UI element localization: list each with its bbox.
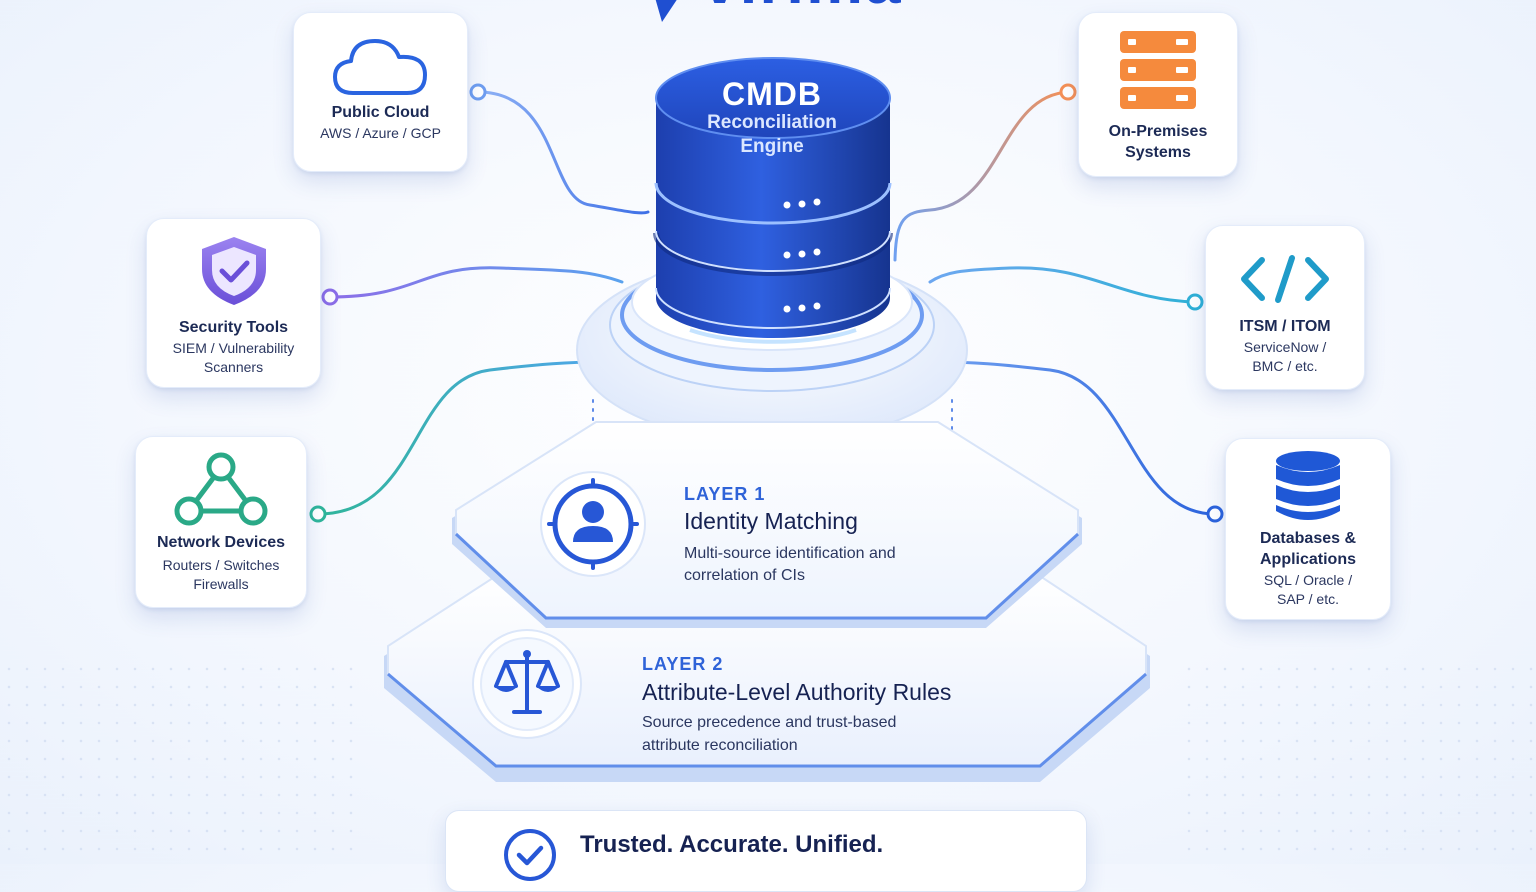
port-network xyxy=(309,505,327,523)
cloud-icon xyxy=(332,39,427,95)
code-brackets-icon xyxy=(1241,255,1329,303)
source-card-databases[interactable]: Databases & Applications SQL / Oracle / … xyxy=(1225,438,1391,620)
card-subtitle-2: BMC / etc. xyxy=(1252,358,1318,374)
scales-icon xyxy=(472,629,582,739)
tagline-text: Trusted. Accurate. Unified. xyxy=(580,831,884,858)
layer-1-label: LAYER 1 xyxy=(684,484,766,504)
brand-logo: virima xyxy=(640,0,940,25)
card-subtitle-1: ServiceNow / xyxy=(1243,339,1327,355)
layer-1-icon-badge xyxy=(535,470,655,580)
layer-2-heading: Attribute-Level Authority Rules xyxy=(642,679,952,705)
wire-itsm xyxy=(928,266,1197,304)
engine-subtitle-2: Engine xyxy=(740,136,804,157)
card-title-line1: On-Premises xyxy=(1108,123,1208,140)
source-card-on-premises[interactable]: On-Premises Systems xyxy=(1078,12,1238,177)
card-subtitle-2: Firewalls xyxy=(193,576,249,592)
source-card-security-tools[interactable]: Security Tools SIEM / Vulnerability Scan… xyxy=(146,218,321,388)
card-title-line2: Systems xyxy=(1125,144,1191,161)
layer-1-desc-1: Multi-source identification and xyxy=(684,545,896,562)
card-title-line2: Applications xyxy=(1259,551,1356,568)
wire-on-premises xyxy=(893,90,1070,262)
cmdb-cylinder xyxy=(653,57,893,344)
wire-network xyxy=(316,360,602,516)
layer-2-icon-badge xyxy=(466,624,586,744)
card-subtitle-2: SAP / etc. xyxy=(1277,591,1339,607)
wire-databases xyxy=(938,360,1217,516)
card-title: Security Tools xyxy=(178,319,289,336)
port-itsm xyxy=(1186,293,1204,311)
layer-2-label: LAYER 2 xyxy=(642,654,724,674)
engine-title: CMDB xyxy=(722,76,822,112)
port-on-premises xyxy=(1059,83,1077,101)
background-dots-left xyxy=(0,660,360,860)
background-dots-right xyxy=(1180,660,1536,860)
port-databases xyxy=(1206,505,1224,523)
status-dot xyxy=(783,201,791,209)
source-card-public-cloud[interactable]: Public Cloud AWS / Azure / GCP xyxy=(293,12,468,172)
engine-subtitle-1: Reconciliation xyxy=(707,112,837,133)
source-card-itsm-itom[interactable]: ITSM / ITOM ServiceNow / BMC / etc. xyxy=(1205,225,1365,390)
card-subtitle-1: Routers / Switches xyxy=(162,557,280,573)
card-subtitle-1: SQL / Oracle / xyxy=(1263,572,1353,588)
wire-security xyxy=(328,266,624,299)
card-title-line1: Databases & xyxy=(1259,530,1357,547)
user-target-icon xyxy=(540,471,646,577)
server-stack-icon xyxy=(1120,31,1196,109)
wire-public-cloud xyxy=(476,90,650,215)
layer-2-desc-1: Source precedence and trust-based xyxy=(642,714,897,731)
source-card-network-devices[interactable]: Network Devices Routers / Switches Firew… xyxy=(135,436,307,608)
tagline-banner: Trusted. Accurate. Unified. xyxy=(445,810,1087,892)
card-subtitle-1: SIEM / Vulnerability xyxy=(172,340,295,356)
port-security xyxy=(321,288,339,306)
port-public-cloud xyxy=(469,83,487,101)
layer-1-heading: Identity Matching xyxy=(684,508,858,534)
card-subtitle-2: Scanners xyxy=(203,359,264,375)
card-title: ITSM / ITOM xyxy=(1239,318,1331,335)
layer-2-desc-2: attribute reconciliation xyxy=(642,737,798,754)
card-title: Network Devices xyxy=(156,534,286,551)
shield-check-icon xyxy=(201,237,266,305)
layer-1-desc-2: correlation of CIs xyxy=(684,567,805,584)
check-circle-icon xyxy=(504,829,556,881)
card-subtitle: AWS / Azure / GCP xyxy=(320,125,441,141)
brand-mark-icon xyxy=(655,0,677,22)
brand-wordmark: virima xyxy=(702,0,903,18)
database-icon xyxy=(1276,451,1340,520)
card-title: Public Cloud xyxy=(331,104,430,121)
network-nodes-icon xyxy=(174,452,268,526)
